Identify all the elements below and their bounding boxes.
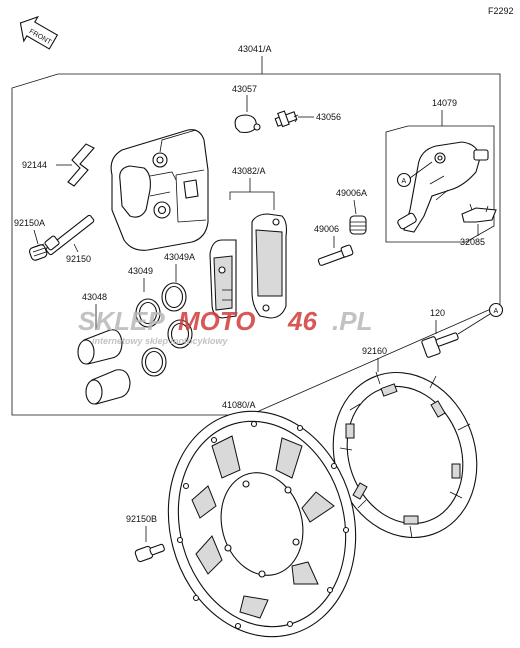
caliper-bracket: [397, 141, 489, 233]
leader-43082a: [229, 178, 275, 210]
label-43082a: 43082/A: [232, 166, 266, 176]
slide-pin-boot: [349, 215, 367, 235]
bolt-ref-a-circle: A: [488, 302, 504, 318]
watermark-brand-a: SKLEP: [78, 306, 165, 336]
brake-pad-right: [251, 213, 288, 319]
bracket-bolt: [421, 332, 459, 358]
label-32085: 32085: [460, 237, 485, 247]
pad-plate: [461, 203, 497, 223]
dust-seal-upper: [161, 282, 187, 312]
label-92150a: 92150A: [14, 218, 45, 228]
disc-cover: [332, 371, 478, 539]
piston-lower: [85, 369, 131, 405]
label-43049a: 43049A: [164, 252, 195, 262]
leader-49006a: [353, 199, 357, 215]
label-43048: 43048: [82, 292, 107, 302]
label-43049: 43049: [128, 266, 153, 276]
piston-upper: [77, 329, 123, 365]
pad-spring: [67, 143, 95, 187]
bolt-ref-a: A: [494, 308, 499, 315]
watermark-brand-b: MOTO: [178, 306, 256, 336]
label-43057: 43057: [232, 84, 257, 94]
disc-bolt: [134, 543, 165, 563]
leader-92150: [73, 243, 79, 253]
watermark-tagline: internetowy sklep motocyklowy: [92, 336, 229, 346]
label-14079: 14079: [432, 98, 457, 108]
watermark: SKLEP MOTO 46 .PL internetowy sklep moto…: [78, 306, 372, 346]
leader-92150a: [33, 229, 39, 245]
leader-ref-a: [457, 313, 491, 335]
bracket-ref-a-circle: A: [396, 161, 433, 188]
label-92144: 92144: [22, 160, 47, 170]
label-43056: 43056: [316, 112, 341, 122]
label-92150b: 92150B: [126, 514, 157, 524]
caliper-bracket-box: [385, 125, 495, 243]
label-41080a: 41080/A: [222, 400, 256, 410]
watermark-brand-c: 46: [287, 306, 317, 336]
watermark-brand-d: .PL: [332, 306, 372, 336]
label-49006a: 49006A: [336, 188, 367, 198]
dust-seal-lower: [167, 319, 193, 349]
slide-pin: [317, 244, 354, 266]
label-43041a: 43041/A: [238, 44, 272, 54]
label-49006: 49006: [314, 224, 339, 234]
piston-seal-lower: [141, 347, 167, 377]
figure-code: F2292: [488, 6, 514, 16]
piston-seal-upper: [135, 298, 161, 328]
bleeder-valve: [274, 110, 299, 128]
bolt-short: [29, 243, 48, 261]
brake-disc: [167, 410, 357, 638]
caliper-body: [110, 129, 209, 251]
bracket-ref-a: A: [402, 178, 407, 185]
label-120: 120: [430, 308, 445, 318]
bleeder-cap: [234, 114, 261, 134]
label-92160: 92160: [362, 346, 387, 356]
brake-pad-left: [209, 239, 237, 319]
front-arrow-badge: FRONT: [19, 15, 59, 50]
pad-pin-long: [44, 214, 95, 256]
label-92150: 92150: [66, 254, 91, 264]
